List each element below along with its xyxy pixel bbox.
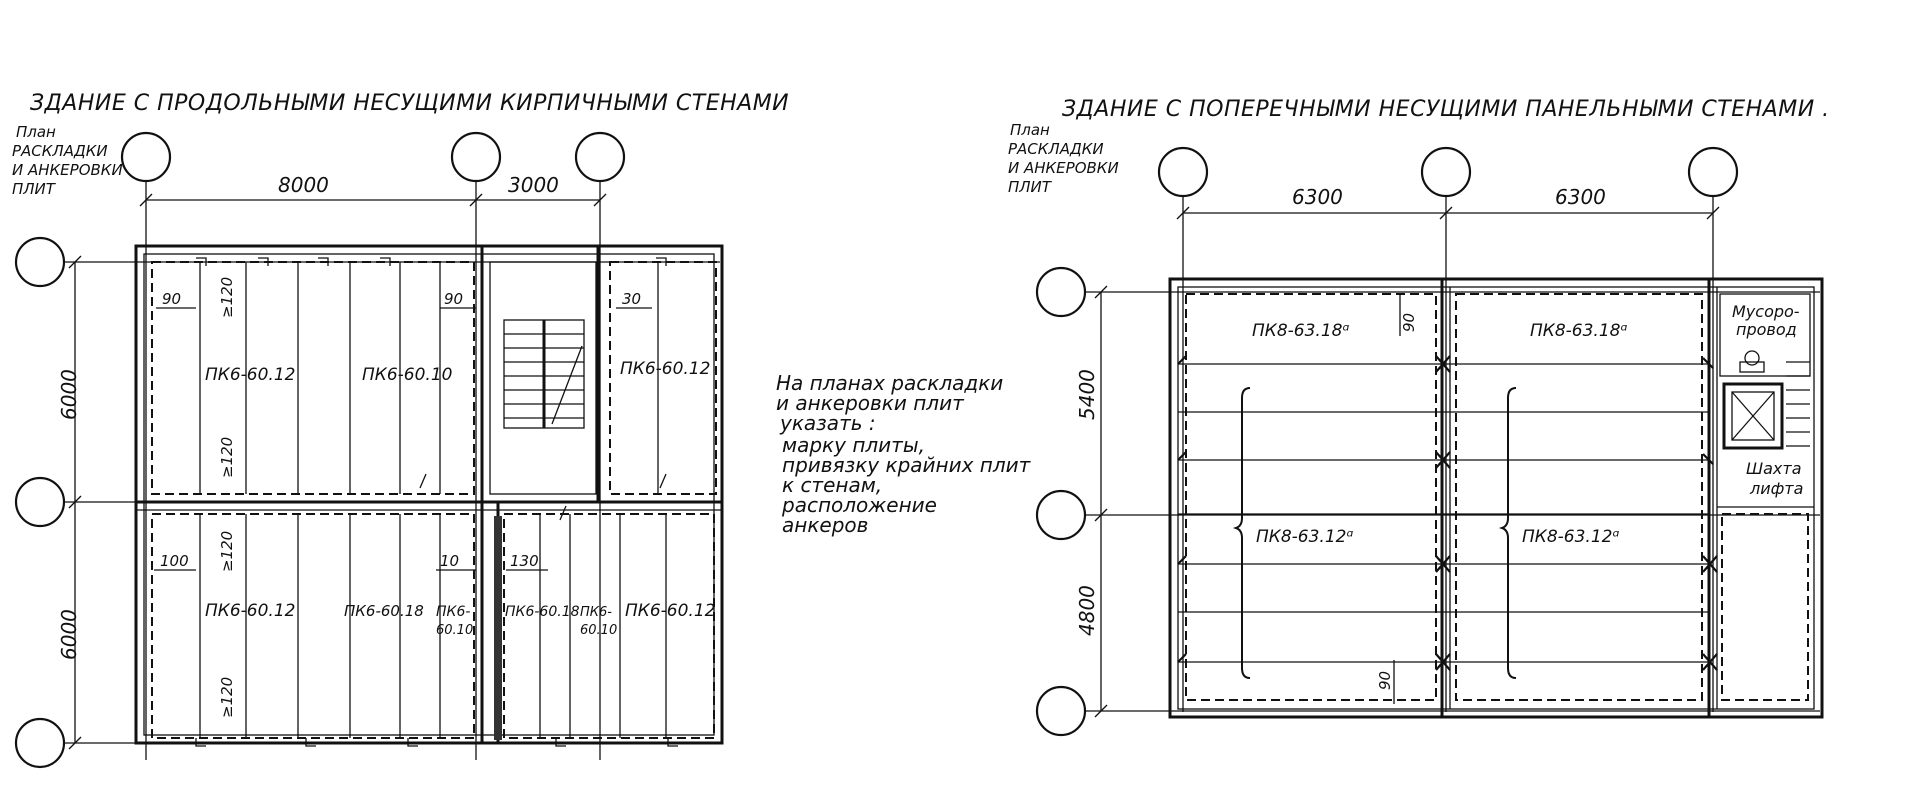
slab-mark: ПК6- [436,604,470,620]
offset-label: 90 [1400,313,1418,332]
offset-label: ≥120 [218,677,236,718]
note-line-8: анкеров [782,513,868,537]
note-line-6: к стенам, [782,473,882,497]
dim-top-2: 6300 [1555,185,1606,209]
axis-marker-left-3 [1035,685,1087,737]
slab-mark: ПК6-60.12 [620,359,710,379]
offset-label: 100 [160,552,189,570]
axis-marker-left-1 [1035,266,1087,318]
axis-marker-top-1 [1157,146,1209,198]
slab-mark: ПК8-63.12ᵅ [1256,527,1353,547]
room-label: провод [1736,320,1797,339]
offset-label: 90 [444,290,463,308]
axis-marker-top-2 [1420,146,1472,198]
right-plan-label-4: ПЛИТ [1008,178,1053,196]
left-plan-label-1: План [16,123,56,141]
slab-mark: ПК6-60.12 [625,601,715,621]
room-label: Мусоро- [1732,302,1800,321]
note-line-3: указать : [779,411,876,435]
room-label: Шахта [1746,459,1802,478]
slab-mark: ПК8-63.12ᵅ [1522,527,1619,547]
slab-mark: ПК8-63.18ᵅ [1252,321,1349,341]
right-title: ЗДАНИЕ С ПОПЕРЕЧНЫМИ НЕСУЩИМИ ПАНЕЛЬНЫМИ… [1062,97,1830,122]
slab-mark: ПК6-60.12 [205,365,295,385]
note-block: На планах раскладки и анкеровки плит ука… [776,371,1032,537]
room-label: лифта [1749,479,1803,498]
right-plan-label-2: РАСКЛАДКИ [1008,140,1104,158]
elevator-shaft: Шахта лифта [1722,382,1803,498]
staircase [489,261,597,495]
axis-marker-left-3 [14,717,66,769]
dim-left-1: 5400 [1075,369,1099,420]
offset-label: 130 [510,552,539,570]
left-plan-label: План РАСКЛАДКИ И АНКЕРОВКИ ПЛИТ [12,123,123,198]
left-plan-label-3: И АНКЕРОВКИ [12,161,123,179]
axis-marker-top-3 [1687,146,1739,198]
axis-marker-left-1 [14,236,66,288]
left-plan: ЗДАНИЕ С ПРОДОЛЬНЫМИ НЕСУЩИМИ КИРПИЧНЫМИ… [12,91,789,769]
right-plan-label: План РАСКЛАДКИ И АНКЕРОВКИ ПЛИТ [1008,121,1119,196]
dim-left-2: 6000 [57,609,81,660]
offset-label: ≥120 [218,277,236,318]
note-line-4: марку плиты, [782,433,925,457]
slab-mark: ПК6-60.18 [344,602,424,620]
axis-marker-top-1 [120,131,172,183]
dim-top-1: 6300 [1292,185,1343,209]
note-line-5: привязку крайних плит [782,453,1032,477]
slab-mark: ПК6- [580,605,612,620]
slab-mark: ПК6-60.18 [505,604,580,620]
slab-mark: ПК6-60.12 [205,601,295,621]
left-plan-label-2: РАСКЛАДКИ [12,142,108,160]
offset-label: 90 [1376,671,1394,690]
note-line-7: расположение [781,493,937,517]
note-line-2: и анкеровки плит [776,391,965,415]
dim-top-1: 8000 [278,173,329,197]
left-plan-label-4: ПЛИТ [12,180,57,198]
right-plan-label-1: План [1010,121,1050,139]
hatched-wall [494,516,502,740]
right-plan: ЗДАНИЕ С ПОПЕРЕЧНЫМИ НЕСУЩИМИ ПАНЕЛЬНЫМИ… [1008,97,1830,737]
offset-label: 90 [162,290,181,308]
slab-mark: ПК8-63.18ᵅ [1530,321,1627,341]
axis-marker-left-2 [14,476,66,528]
axis-marker-top-3 [574,131,626,183]
dim-top-2: 3000 [508,173,559,197]
axis-marker-top-2 [450,131,502,183]
right-plan-label-3: И АНКЕРОВКИ [1008,159,1119,177]
outer-wall [134,244,724,745]
slab-mark: 60.10 [436,623,473,638]
dim-left-1: 6000 [57,369,81,420]
garbage-chute: Мусоро- провод [1719,293,1811,377]
slab-mark: 60.10 [580,623,617,638]
offset-label: ≥120 [218,531,236,572]
left-title: ЗДАНИЕ С ПРОДОЛЬНЫМИ НЕСУЩИМИ КИРПИЧНЫМИ… [30,91,789,116]
slab-mark: ПК6-60.10 [362,365,452,385]
slab-group-brace [1232,387,1251,679]
offset-label: ≥120 [218,437,236,478]
dim-left-2: 4800 [1075,585,1099,636]
outer-wall [1168,277,1824,719]
note-line-1: На планах раскладки [776,371,1003,395]
axis-marker-left-2 [1035,489,1087,541]
slab-group-brace [1498,387,1517,679]
offset-label: 10 [440,552,459,570]
offset-label: 30 [622,290,641,308]
